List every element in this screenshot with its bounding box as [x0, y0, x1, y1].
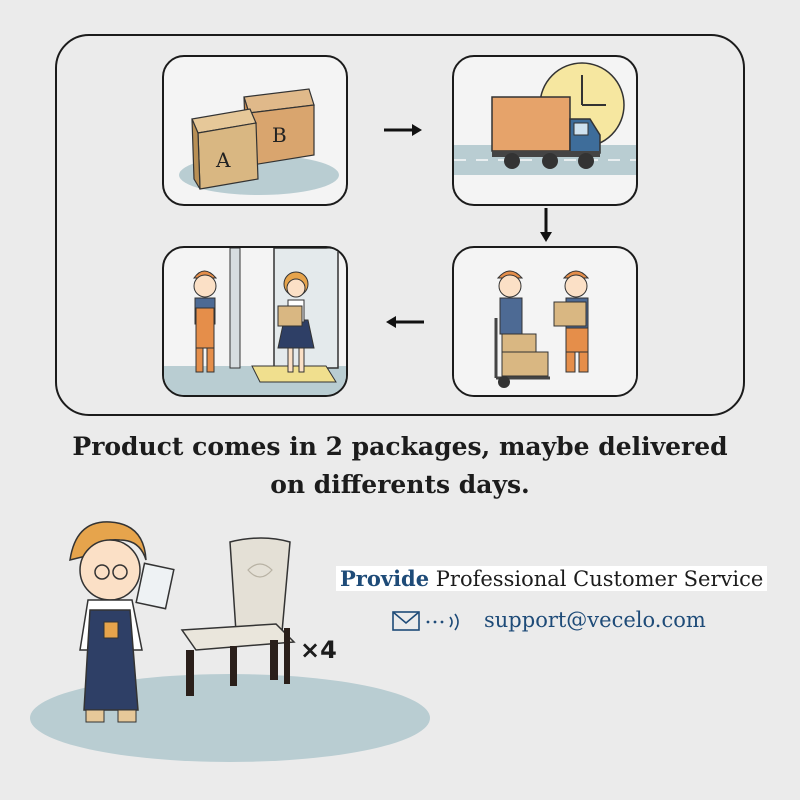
customer-service-tagline: Provide Professional Customer Service: [336, 566, 768, 591]
kid-character: [69, 521, 175, 723]
mail-icon: [392, 611, 459, 631]
truck-icon: [491, 96, 601, 169]
delivery-process-frame: [55, 34, 745, 416]
service-text: Professional Customer Service: [435, 567, 764, 591]
hand-truck: [494, 318, 550, 388]
package-box: [553, 301, 587, 327]
delivery-worker: [193, 270, 218, 373]
arrow-right-icon: [384, 124, 422, 136]
support-email-link[interactable]: support@vecelo.com: [484, 608, 706, 632]
customer: [277, 271, 315, 373]
package-b-box: B: [243, 88, 315, 166]
arrow-left-icon: [386, 316, 424, 328]
delivery-worker-2: [553, 270, 590, 373]
package-box: [277, 305, 303, 327]
arrow-down-icon: [540, 208, 552, 242]
package-notice-line2: on differents days.: [270, 470, 530, 499]
customer-chair-illustration: [30, 521, 430, 762]
paper-sheet: [135, 562, 175, 610]
package-notice-line1: Product comes in 2 packages, maybe deliv…: [72, 432, 728, 461]
delivery-worker-1: [496, 270, 524, 335]
panel-truck-shipping: [452, 55, 638, 206]
dining-chair: [180, 537, 296, 696]
panel-workers-loading: [452, 246, 638, 397]
quantity-label: ×4: [300, 636, 337, 664]
service-highlight: Provide: [340, 566, 430, 591]
panel-two-packages: B A: [162, 55, 348, 206]
package-a-box: A: [191, 108, 259, 190]
package-b-label: B: [272, 123, 287, 147]
package-a-label: A: [215, 148, 231, 172]
panel-doorstep-delivery: [162, 246, 348, 397]
